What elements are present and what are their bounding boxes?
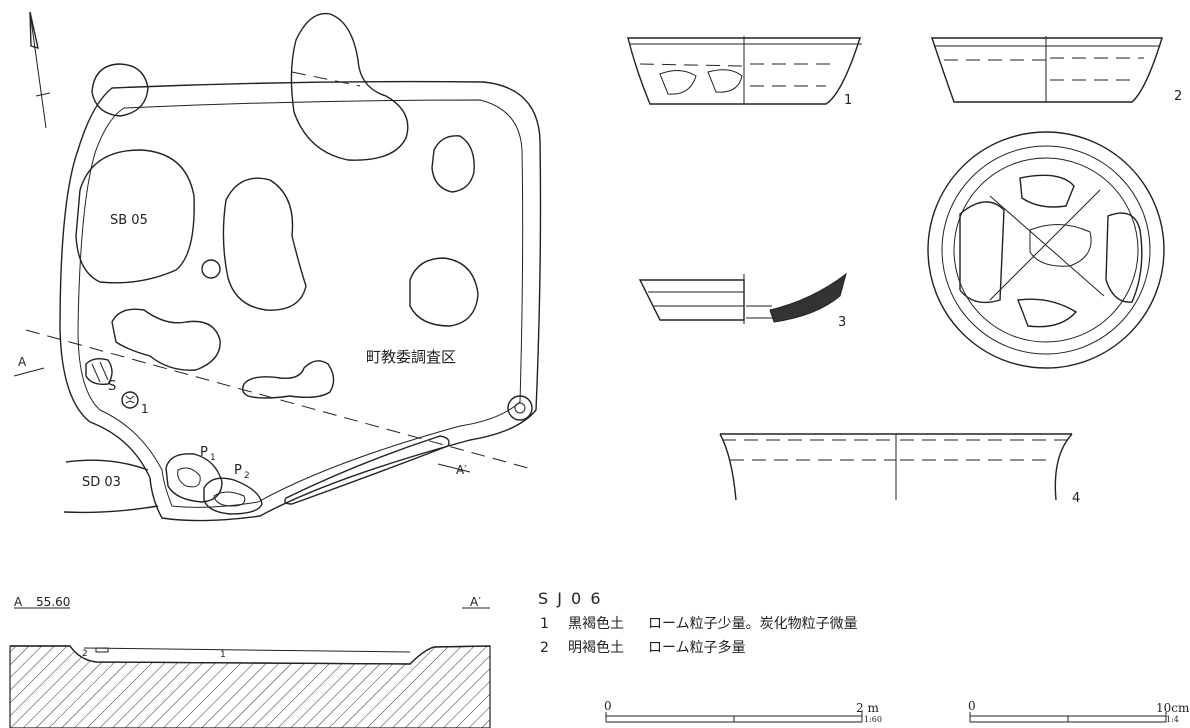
dwelling-outer-wall: [59, 80, 542, 522]
pit-boundary-dashed: [291, 71, 361, 87]
label-sd03: SD 03: [82, 475, 121, 490]
pit-south: [241, 360, 335, 399]
label-survey-area: 町教委調査区: [366, 348, 456, 366]
artifact-3-number: 3: [838, 315, 846, 330]
label-p2-sub: 2: [244, 471, 250, 481]
section-label-a: A: [14, 595, 23, 609]
label-stone: S: [108, 379, 116, 394]
label-p1: P: [200, 445, 208, 460]
scale-plan-zero: 0: [604, 699, 612, 713]
layer-legend: S J 0 6 1 黒褐色土 ローム粒子少量。炭化物粒子微量 2 明褐色土 ロー…: [538, 589, 858, 656]
legend-layer-1-soil: 黒褐色土: [568, 615, 624, 632]
pit-p2: [203, 477, 263, 515]
plan-view: SB 05 S 1 P 1 P 2: [13, 11, 542, 522]
label-section-a-prime: A′: [456, 463, 467, 477]
artifact-4-number: 4: [1072, 491, 1080, 506]
scale-artifact-max: 10cm: [1156, 701, 1190, 715]
legend-layer-2-num: 2: [540, 640, 549, 656]
long-slot: [284, 435, 450, 505]
section-elevation: 55.60: [36, 595, 70, 609]
label-layer-plan: 1: [141, 402, 149, 416]
corner-pit: [91, 63, 149, 117]
pit-ne-small: [431, 135, 475, 193]
pit-p1: [165, 453, 223, 503]
north-arrow-icon: [29, 11, 51, 129]
large-pit-north: [290, 12, 409, 161]
scale-bar-plan: 0 2 m 1:60: [604, 699, 882, 724]
label-section-a: A: [18, 355, 27, 369]
artifact-1-bowl: 1: [627, 36, 862, 108]
legend-layer-1-num: 1: [540, 616, 549, 632]
section-layer-2: 2: [82, 649, 88, 659]
artifact-top-view: [927, 131, 1165, 369]
stone-cluster: [85, 357, 113, 386]
section-label-a-prime: A′: [470, 595, 481, 609]
section-layer-1: 1: [220, 650, 226, 660]
pit-central: [222, 177, 307, 311]
hearth-marker: [121, 391, 139, 409]
legend-layer-1-desc: ローム粒子少量。炭化物粒子微量: [648, 616, 858, 632]
pit-east: [409, 257, 479, 327]
legend-layer-2-soil: 明褐色土: [568, 639, 624, 656]
ditch-sd03-edge-top: [65, 459, 149, 471]
artifact-1-number: 1: [844, 93, 852, 108]
artifact-drawings: 1 2 3: [627, 36, 1182, 506]
scale-artifact-ratio: 1:4: [1166, 715, 1179, 724]
pit-sb05: [75, 149, 195, 284]
artifact-4-jar: 4: [719, 433, 1080, 506]
legend-layer-2-desc: ローム粒子多量: [648, 639, 746, 656]
scale-bar-artifact: 0 10cm 1:4: [968, 699, 1190, 724]
label-p2: P: [234, 463, 242, 478]
artifact-3-base: 3: [638, 272, 847, 330]
ditch-sd03-edge-bottom: [63, 505, 159, 514]
artifact-2-number: 2: [1174, 89, 1182, 104]
artifact-2-bowl: 2: [931, 36, 1182, 104]
scale-plan-max: 2 m: [856, 701, 879, 715]
section-view: A 55.60 A′ 1 2: [9, 595, 491, 728]
legend-title: S J 0 6: [538, 589, 603, 608]
scale-plan-ratio: 1:60: [864, 715, 882, 724]
label-p1-sub: 1: [210, 453, 216, 463]
dwelling-inner-wall: [77, 99, 524, 508]
small-post-hole: [201, 259, 221, 279]
label-sb05: SB 05: [110, 213, 148, 228]
pit-sw: [111, 308, 221, 371]
scale-artifact-zero: 0: [968, 699, 976, 713]
post-hole-east: [507, 395, 533, 421]
